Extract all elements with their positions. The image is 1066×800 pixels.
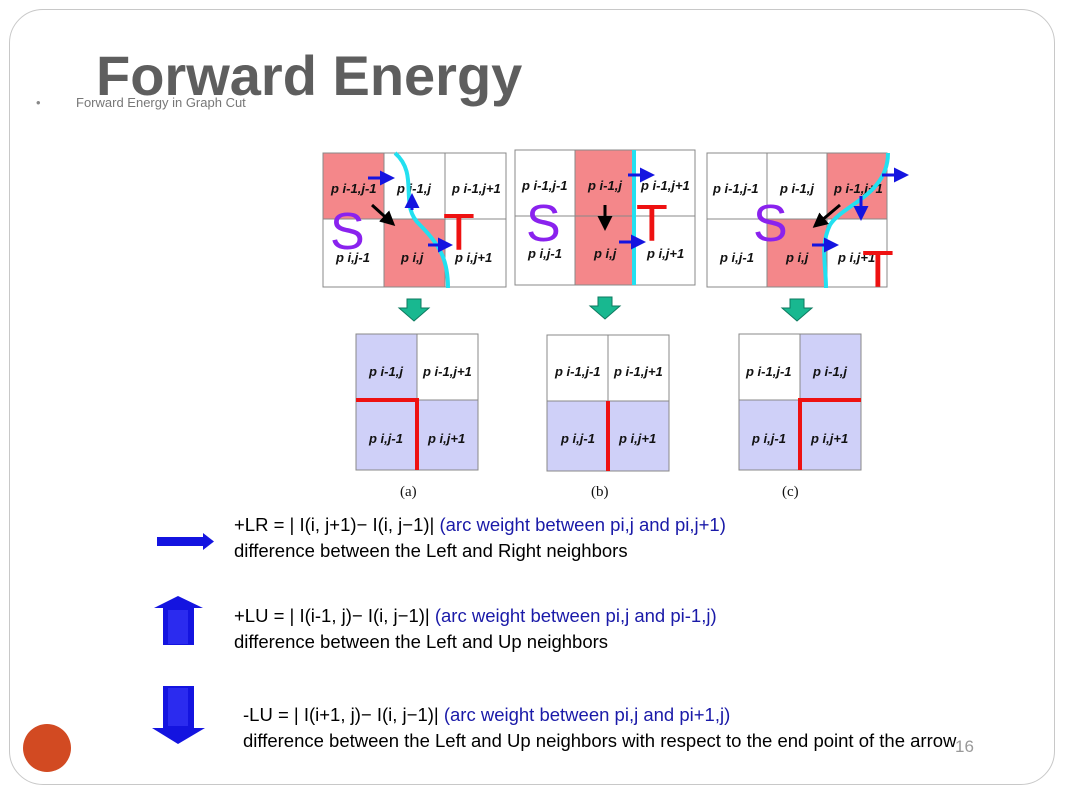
grid-a-label-1: p i-1,j xyxy=(396,181,431,196)
bcell-c-0 xyxy=(738,333,801,401)
cell-a-5 xyxy=(444,218,507,288)
top-grid-c: p i-1,j-1 p i-1,j p i-1,j+1 p i,j-1 p i,… xyxy=(706,152,909,299)
down-arrow-icon xyxy=(152,686,205,744)
cell-c-1 xyxy=(766,152,828,220)
bcell-b-3 xyxy=(607,400,670,472)
slide-title: Forward Energy xyxy=(96,44,523,107)
bcell-a-1 xyxy=(416,333,479,401)
grid-c-T: T xyxy=(862,241,894,299)
legend-lu-formula: +LU = | I(i-1, j)− I(i, j−1)| xyxy=(234,605,430,626)
grid-c-label-0: p i-1,j-1 xyxy=(712,181,759,196)
grid-b-label-3: p i,j-1 xyxy=(527,246,562,261)
grid-c-S: S xyxy=(753,195,788,253)
top-grid-a: p i-1,j-1 p i-1,j p i-1,j+1 p i,j-1 p i,… xyxy=(322,151,507,289)
cell-b-5 xyxy=(634,215,696,286)
arc-c-4 xyxy=(812,203,841,228)
cell-c-4 xyxy=(766,218,828,288)
legend-lr: +LR = | I(i, j+1)− I(i, j−1)| (arc weigh… xyxy=(234,512,934,564)
cut-a xyxy=(356,398,419,470)
grid-b-label-1: p i-1,j xyxy=(587,178,622,193)
legend-lr-note: (arc weight between pi,j and pi,j+1) xyxy=(439,514,726,535)
grid-b-label-5: p i,j+1 xyxy=(646,246,684,261)
legend-lr-desc: difference between the Left and Right ne… xyxy=(234,540,628,561)
right-arrow-icon xyxy=(157,533,214,550)
grid-b-label-2: p i-1,j+1 xyxy=(640,178,690,193)
legend-lu-desc: difference between the Left and Up neigh… xyxy=(234,631,609,652)
bgrid-a-label-3: p i,j+1 xyxy=(427,431,465,446)
accent-circle xyxy=(23,724,71,772)
down-arrow-icon-c xyxy=(780,298,814,322)
down-arrow-icon-a xyxy=(397,298,431,322)
seam-c xyxy=(822,152,890,289)
bcell-b-1 xyxy=(607,334,670,402)
grid-a-label-4: p i,j xyxy=(400,250,424,265)
grid-a-label-0: p i-1,j-1 xyxy=(330,181,377,196)
cell-a-2 xyxy=(444,152,507,220)
legend-lu-note: (arc weight between pi,j and pi-1,j) xyxy=(434,605,717,626)
up-arrow-icon xyxy=(154,596,203,645)
bottom-grid-c: p i-1,j-1 p i-1,j p i,j-1 p i,j+1 (c) xyxy=(738,333,862,500)
cell-a-1 xyxy=(383,152,446,220)
caption-b: (b) xyxy=(591,484,609,500)
grid-c-label-3: p i,j-1 xyxy=(719,250,754,265)
grid-b-S: S xyxy=(526,195,561,253)
bcell-a-0 xyxy=(355,333,418,401)
bcell-a-3 xyxy=(416,399,479,471)
grid-b-label-4: p i,j xyxy=(593,246,617,261)
bgrid-b-label-0: p i-1,j-1 xyxy=(554,364,601,379)
grid-c-label-1: p i-1,j xyxy=(779,181,814,196)
grid-a-T: T xyxy=(443,204,475,262)
bcell-c-2 xyxy=(738,399,801,471)
bgrid-b-label-3: p i,j+1 xyxy=(618,431,656,446)
cell-c-5 xyxy=(826,218,888,288)
bgrid-a-label-1: p i-1,j+1 xyxy=(422,364,472,379)
legend-lu: +LU = | I(i-1, j)− I(i, j−1)| (arc weigh… xyxy=(234,603,934,655)
bgrid-c-label-1: p i-1,j xyxy=(812,364,847,379)
cell-b-2 xyxy=(634,149,696,217)
bcell-c-3 xyxy=(799,399,862,471)
bottom-grid-a: p i-1,j p i-1,j+1 p i,j-1 p i,j+1 (a) xyxy=(355,333,479,500)
bgrid-a-label-2: p i,j-1 xyxy=(368,431,403,446)
bcell-c-1 xyxy=(799,333,862,401)
cell-b-0 xyxy=(514,149,576,217)
legend-lr-formula: +LR = | I(i, j+1)− I(i, j−1)| xyxy=(234,514,435,535)
caption-a: (a) xyxy=(400,484,417,500)
grid-b-T: T xyxy=(636,195,668,253)
grid-c-label-5: p i,j+1 xyxy=(837,250,875,265)
grid-b-label-0: p i-1,j-1 xyxy=(521,178,568,193)
top-grid-b: p i-1,j-1 p i-1,j p i-1,j+1 p i,j-1 p i,… xyxy=(514,149,696,286)
bcell-b-2 xyxy=(546,400,609,472)
grid-a-label-3: p i,j-1 xyxy=(335,250,370,265)
down-arrow-icon-b xyxy=(588,296,622,320)
seam-a xyxy=(393,151,450,289)
cell-c-0 xyxy=(706,152,768,220)
slide-frame xyxy=(9,9,1055,785)
arc-a-4 xyxy=(370,203,396,227)
grid-a-S: S xyxy=(330,203,365,261)
page-number: 16 xyxy=(955,737,974,756)
bullet-dot: • xyxy=(36,95,41,110)
caption-c: (c) xyxy=(782,484,799,500)
grid-a-label-5: p i,j+1 xyxy=(454,250,492,265)
bullet-text: Forward Energy in Graph Cut xyxy=(76,95,246,110)
bgrid-a-label-0: p i-1,j xyxy=(368,364,403,379)
bgrid-b-label-1: p i-1,j+1 xyxy=(613,364,663,379)
legend-minus-lu-formula: -LU = | I(i+1, j)− I(i, j−1)| xyxy=(243,704,439,725)
bgrid-c-label-0: p i-1,j-1 xyxy=(745,364,792,379)
legend-minus-lu-note: (arc weight between pi,j and pi+1,j) xyxy=(443,704,731,725)
bgrid-b-label-2: p i,j-1 xyxy=(560,431,595,446)
legend-minus-lu: -LU = | I(i+1, j)− I(i, j−1)| (arc weigh… xyxy=(243,702,978,754)
grid-a-label-2: p i-1,j+1 xyxy=(451,181,501,196)
cut-c xyxy=(798,398,861,470)
grid-c-label-4: p i,j xyxy=(785,250,809,265)
legend-minus-lu-desc: difference between the Left and Up neigh… xyxy=(243,730,957,751)
bgrid-c-label-3: p i,j+1 xyxy=(810,431,848,446)
cell-a-3 xyxy=(322,218,385,288)
bgrid-c-label-2: p i,j-1 xyxy=(751,431,786,446)
bottom-grid-b: p i-1,j-1 p i-1,j+1 p i,j-1 p i,j+1 (b) xyxy=(546,334,670,500)
